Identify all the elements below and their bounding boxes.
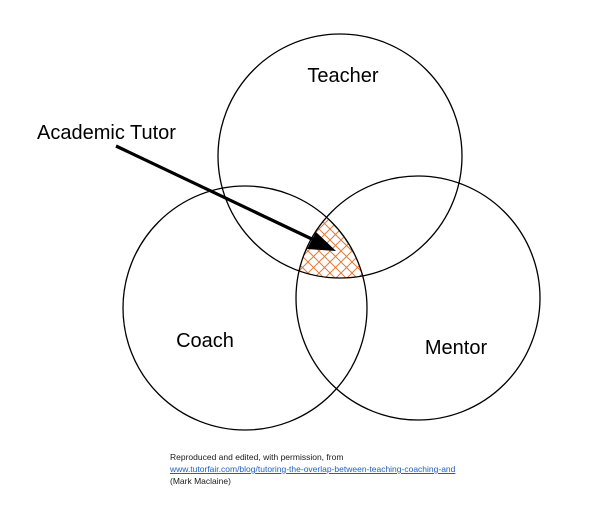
credit-line: Reproduced and edited, with permission, … [170, 452, 344, 462]
mentor-circle [295, 175, 541, 421]
coach-label: Coach [176, 330, 234, 352]
credit-author: (Mark Maclaine) [170, 476, 231, 486]
pointer-arrow-shaft [115, 144, 317, 243]
coach-circle [122, 185, 368, 431]
pointer-arrow-head [307, 232, 336, 251]
teacher-circle [217, 33, 463, 279]
source-link[interactable]: www.tutorfair.com/blog/tutoring-the-over… [170, 464, 456, 474]
academic-tutor-label: Academic Tutor [37, 122, 176, 144]
teacher-label: Teacher [307, 65, 378, 87]
mentor-label: Mentor [425, 337, 488, 359]
credit-block: Reproduced and edited, with permission, … [170, 451, 455, 487]
